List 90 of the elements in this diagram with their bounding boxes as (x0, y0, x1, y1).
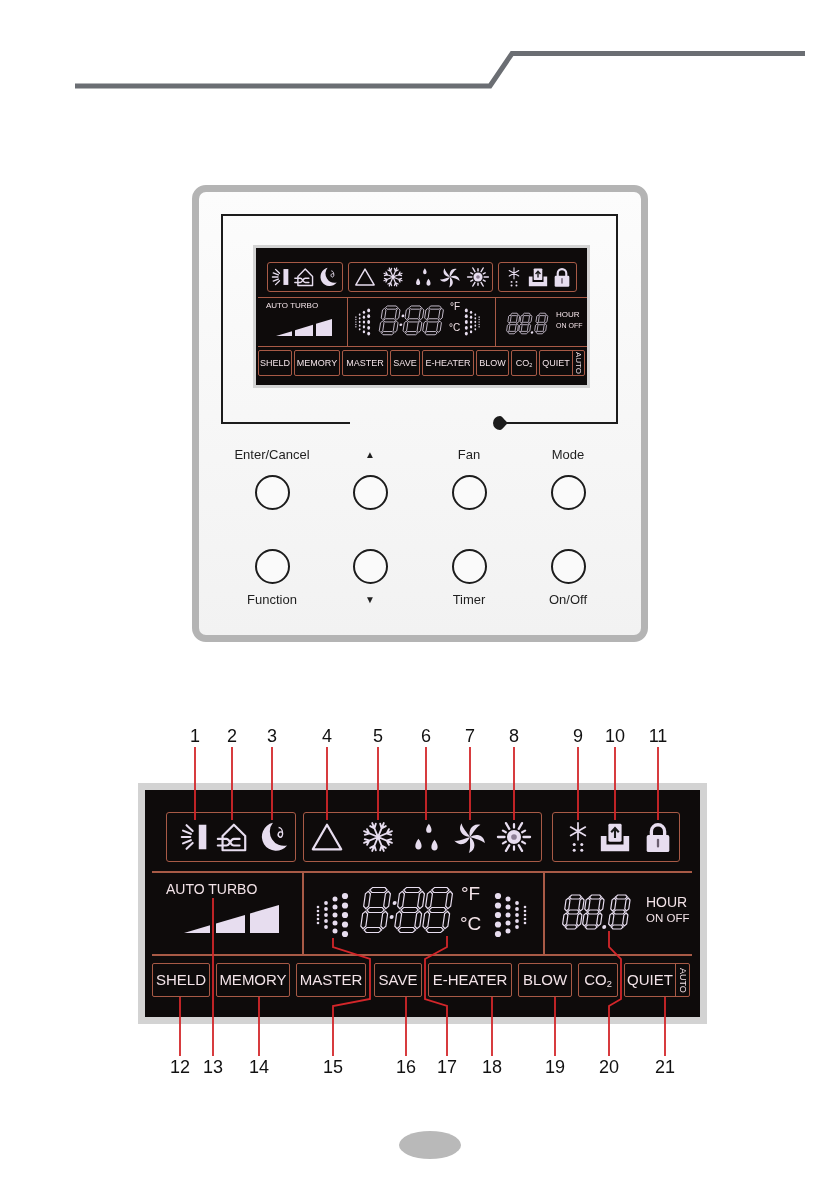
callout-number: 11 (648, 725, 668, 747)
leader-line (577, 746, 579, 821)
lcd-text: °F (461, 884, 481, 905)
button-label: ▲ (365, 448, 375, 462)
lcd-text: °C (460, 914, 482, 935)
lcd-indicator (624, 963, 690, 997)
callout-number: 18 (482, 1056, 502, 1078)
button-label: Timer (452, 591, 486, 609)
leader-line (271, 746, 273, 821)
lcd-text: °C (449, 322, 461, 333)
callout-number: 4 (322, 725, 332, 747)
callout-number: 21 (655, 1056, 675, 1078)
leader-line (405, 996, 407, 1057)
callout-number: 14 (249, 1056, 269, 1078)
leader-line (664, 996, 666, 1057)
leader-line (212, 897, 214, 1057)
lcd-text: AUTO TURBO (266, 302, 319, 311)
leader-line (179, 996, 181, 1057)
lcd-indicator: BLOW (518, 963, 572, 997)
button-label: Fan (457, 446, 481, 464)
lcd-indicator: CO$_{2}$ (578, 963, 618, 997)
lcd-text: °F (450, 301, 461, 312)
button-label: ▼ (365, 593, 375, 607)
lcd-text: HOUR (646, 895, 688, 911)
icon-group-frame (552, 812, 680, 862)
fan-icon (453, 820, 487, 854)
seven-segment-display (560, 893, 632, 931)
lcd-indicator: BLOW (476, 350, 509, 376)
lcd-indicator: SAVE (390, 350, 420, 376)
lcd-indicator: MASTER (342, 350, 388, 376)
indicator-text: QUIET (541, 357, 571, 370)
lcd-indicator: MEMORY (294, 350, 340, 376)
callout-number: 19 (545, 1056, 565, 1078)
lcd-indicator: SHELD (258, 350, 292, 376)
lcd-indicator: CO$_{2}$ (511, 350, 537, 376)
callout-number: 2 (227, 725, 237, 747)
icon-group-frame (348, 262, 493, 292)
callout-number: 12 (170, 1056, 190, 1078)
leader-line (491, 996, 493, 1057)
lcd-indicator: E-HEATER (422, 350, 474, 376)
indicator-text: QUIET (626, 970, 674, 990)
leader-line (657, 746, 659, 821)
callout-number: 3 (267, 725, 277, 747)
callout-number: 13 (203, 1056, 223, 1078)
indicator-text: AUTO (572, 351, 584, 375)
leader-line (469, 746, 471, 821)
leader-line (608, 930, 622, 1057)
callout-number: 6 (421, 725, 431, 747)
callout-number: 5 (373, 725, 383, 747)
lcd-indicator: E-HEATER (428, 963, 512, 997)
callout-number: 8 (509, 725, 519, 747)
lcd-indicator (539, 350, 585, 376)
leader-line (377, 746, 379, 821)
leader-line (513, 746, 515, 821)
button-label: Function (247, 591, 297, 609)
lcd-screen (253, 245, 590, 388)
leader-line (326, 746, 328, 821)
button-label: Enter/Cancel (234, 446, 310, 464)
lcd-indicator: SHELD (152, 963, 210, 997)
lcd-screen (138, 783, 707, 1024)
callout-number: 9 (573, 725, 583, 747)
callout-number: 1 (190, 725, 200, 747)
indicator-text: AUTO (675, 964, 689, 996)
leader-line (425, 746, 427, 821)
button-label: On/Off (548, 591, 588, 609)
lcd-text: AUTO TURBO (166, 880, 258, 898)
lcd-indicator: SAVE (374, 963, 422, 997)
leader-line (332, 937, 371, 1057)
callout-number: 15 (323, 1056, 343, 1078)
leader-line (614, 746, 616, 821)
lcd-indicator: MASTER (296, 963, 366, 997)
callout-number: 16 (396, 1056, 416, 1078)
sun-icon (497, 820, 531, 854)
callout-number: 17 (437, 1056, 457, 1078)
callout-number: 10 (605, 725, 625, 747)
controller-panel (192, 185, 648, 642)
lcd-indicator: MEMORY (216, 963, 290, 997)
lcd-text: HOUR (556, 311, 580, 320)
snowflake-icon (361, 820, 395, 854)
leader-line (554, 996, 556, 1057)
lcd-text: ON OFF (646, 912, 690, 925)
callout-number: 20 (599, 1056, 619, 1078)
button-label: Mode (551, 446, 585, 464)
leader-line (194, 746, 196, 821)
callout-number: 7 (465, 725, 475, 747)
leader-line (258, 996, 260, 1057)
icon-group-frame (166, 812, 296, 862)
icon-group-frame (303, 812, 542, 862)
leader-line (231, 746, 233, 821)
leader-line (424, 935, 448, 1057)
